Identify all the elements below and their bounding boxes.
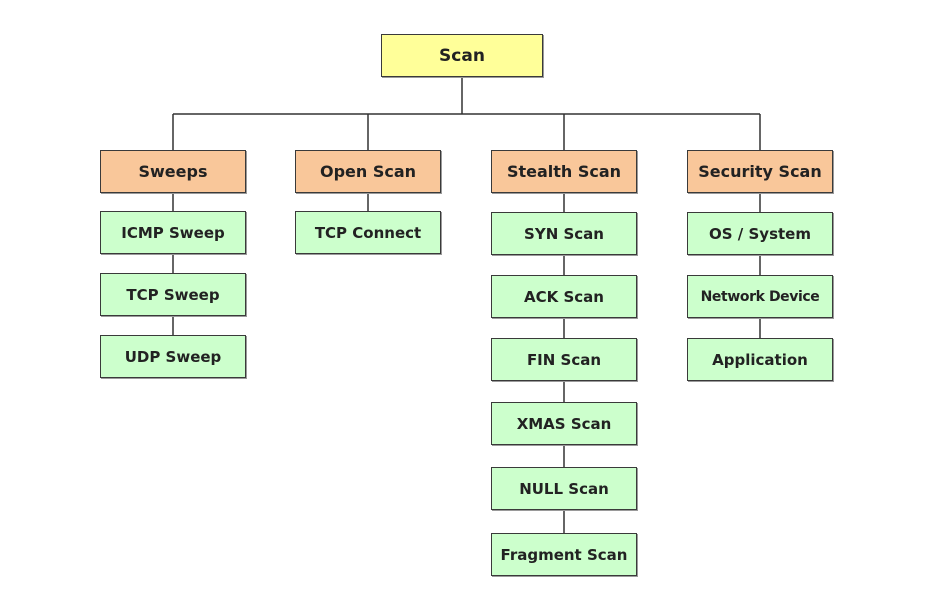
category-node-sweeps: Sweeps — [100, 150, 246, 193]
leaf-node-icmp-sweep: ICMP Sweep — [100, 211, 246, 254]
leaf-node-udp-sweep: UDP Sweep — [100, 335, 246, 378]
leaf-node-null-scan: NULL Scan — [491, 467, 637, 510]
leaf-node-network-device: Network Device — [687, 275, 833, 318]
leaf-node-syn-scan: SYN Scan — [491, 212, 637, 255]
leaf-node-application: Application — [687, 338, 833, 381]
leaf-node-tcp-connect: TCP Connect — [295, 211, 441, 254]
leaf-node-ack-scan: ACK Scan — [491, 275, 637, 318]
leaf-node-fragment-scan: Fragment Scan — [491, 533, 637, 576]
leaf-node-xmas-scan: XMAS Scan — [491, 402, 637, 445]
leaf-node-os-system: OS / System — [687, 212, 833, 255]
leaf-node-tcp-sweep: TCP Sweep — [100, 273, 246, 316]
category-node-security-scan: Security Scan — [687, 150, 833, 193]
category-node-stealth-scan: Stealth Scan — [491, 150, 637, 193]
category-node-open-scan: Open Scan — [295, 150, 441, 193]
leaf-node-fin-scan: FIN Scan — [491, 338, 637, 381]
root-node-scan: Scan — [381, 34, 543, 77]
